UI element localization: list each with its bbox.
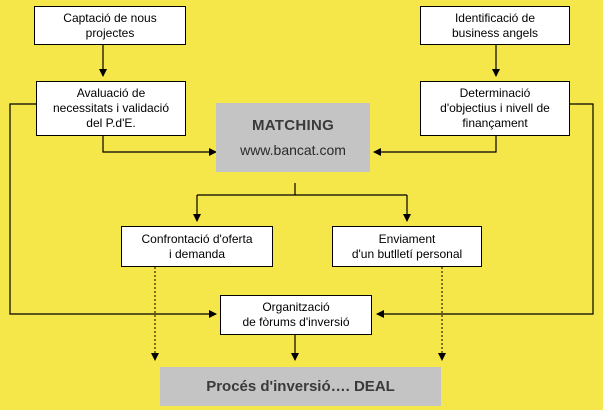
arrow-determinacio-to-matching xyxy=(373,136,497,156)
organitzacio-line1: Organització xyxy=(262,300,330,314)
captacio-line1: Captació de nous xyxy=(63,10,157,25)
enviament-line1: Enviament xyxy=(378,231,436,246)
deal-box: Procés d'inversió…. DEAL xyxy=(160,367,441,406)
box-organitzacio: Organització de fòrums d'inversió xyxy=(220,295,372,335)
organitzacio-line2: de fòrums d'inversió xyxy=(242,315,350,329)
avaluacio-line3: del P.d'E. xyxy=(86,116,136,130)
confrontacio-line1: Confrontació d'oferta xyxy=(141,231,253,246)
determinacio-line3: finançament xyxy=(462,116,528,130)
determinacio-line1: Determinació xyxy=(459,86,531,100)
matching-title: MATCHING xyxy=(251,116,335,134)
avaluacio-line1: Avaluació de xyxy=(76,86,146,100)
arrow-avaluacio-to-forums xyxy=(9,103,217,318)
box-confrontacio: Confrontació d'oferta i demanda xyxy=(121,226,273,267)
confrontacio-line2: i demanda xyxy=(168,246,226,261)
box-enviament: Enviament d'un butlletí personal xyxy=(332,226,482,267)
arrow-avaluacio-to-matching xyxy=(102,136,217,156)
box-identificacio: Identificació de business angels xyxy=(420,6,570,45)
avaluacio-line2: necessitats i validació xyxy=(52,101,170,115)
box-avaluacio: Avaluació de necessitats i validació del… xyxy=(36,81,186,136)
box-determinacio: Determinació d'objectius i nivell de fin… xyxy=(420,81,570,136)
identificacio-line1: Identificació de xyxy=(454,10,536,25)
deal-label: Procés d'inversió…. DEAL xyxy=(206,378,395,395)
enviament-line2: d'un butlletí personal xyxy=(351,246,463,261)
arrow-determinacio-to-forums xyxy=(376,103,594,318)
matching-box: MATCHING www.bancat.com xyxy=(216,103,370,172)
identificacio-line2: business angels xyxy=(451,25,539,40)
box-captacio: Captació de nous projectes xyxy=(34,6,186,45)
matching-url: www.bancat.com xyxy=(240,141,346,158)
determinacio-line2: d'objectius i nivell de xyxy=(440,101,550,115)
captacio-line2: projectes xyxy=(85,25,135,40)
